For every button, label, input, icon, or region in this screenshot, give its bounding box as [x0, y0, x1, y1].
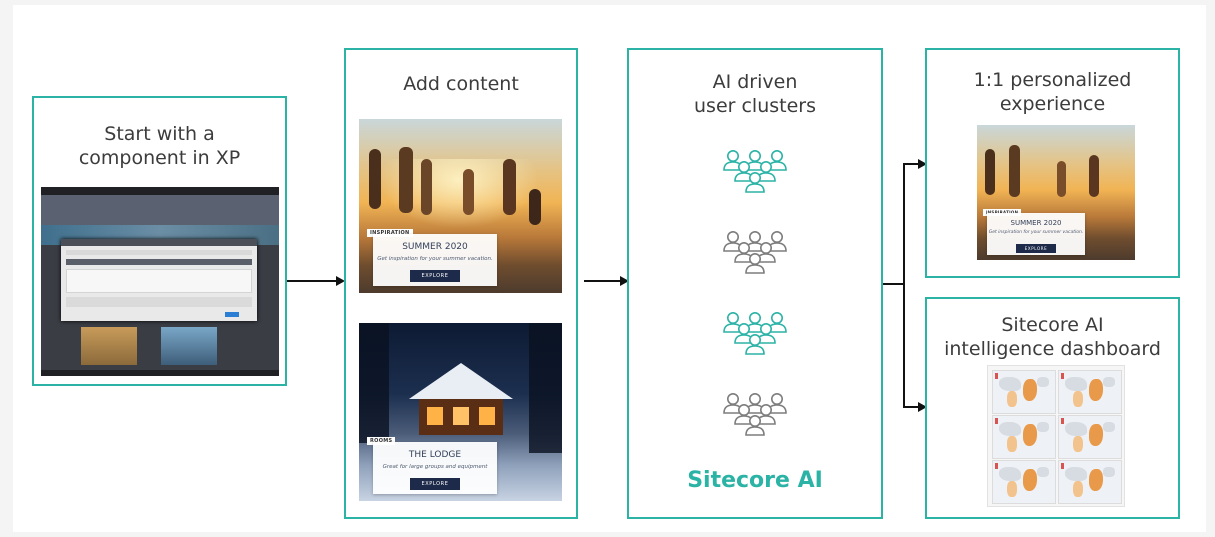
step-title: Start with a component in XP — [78, 123, 241, 169]
dashboard-map-panel — [992, 370, 1056, 414]
dashboard-map-panel — [1058, 460, 1122, 504]
arrow-1-head — [336, 276, 345, 286]
explore-button[interactable]: EXPLORE — [1015, 244, 1057, 253]
dashboard-thumbnail — [987, 365, 1125, 507]
arrow-2-head — [620, 276, 629, 286]
dashboard-map-panel — [1058, 370, 1122, 414]
promo-lodge-image: ROOMS THE LODGE Great for large groups a… — [359, 323, 562, 501]
cluster-4-icon — [723, 393, 787, 436]
card-subtitle: Get inspiration for your summer vacation… — [988, 230, 1084, 235]
step-title: 1:1 personalized experience — [973, 69, 1132, 115]
arrow-3-lower-head — [918, 402, 927, 412]
dashboard-map-panel — [1058, 415, 1122, 459]
content-card: SUMMER 2020 Get inspiration for your sum… — [987, 213, 1085, 255]
step-intelligence-dashboard: Sitecore AI intelligence dashboard — [925, 297, 1180, 519]
card-heading: SUMMER 2020 — [1010, 219, 1062, 227]
cluster-1-icon — [723, 150, 787, 193]
arrow-3-upper — [903, 163, 919, 165]
cluster-3-icon — [723, 312, 787, 355]
content-tag: INSPIRATION — [367, 229, 413, 237]
step-personalized-experience: 1:1 personalized experience INSPIRATION … — [925, 48, 1180, 278]
step-start-component: Start with a component in XP — [32, 96, 287, 386]
sitecore-ai-label: Sitecore AI — [687, 468, 823, 493]
content-tag: INSPIRATION — [983, 209, 1022, 216]
arrow-3-upper-head — [918, 159, 927, 169]
arrow-3-stem — [883, 283, 904, 285]
step-title: Sitecore AI intelligence dashboard — [944, 314, 1161, 360]
card-heading: SUMMER 2020 — [402, 242, 468, 252]
step-title: AI driven user clusters — [694, 71, 816, 117]
content-card: SUMMER 2020 Get inspiration for your sum… — [373, 234, 497, 286]
content-tag: ROOMS — [367, 437, 396, 445]
arrow-1 — [287, 280, 337, 282]
explore-button[interactable]: EXPLORE — [409, 478, 461, 490]
card-subtitle: Great for large groups and equipment — [382, 464, 488, 470]
arrow-3-vertical — [903, 163, 905, 408]
xp-screenshot — [41, 187, 279, 376]
cluster-2-icon — [723, 231, 787, 274]
step-title: Add content — [403, 73, 519, 95]
dashboard-map-panel — [992, 415, 1056, 459]
promo-summer-image: INSPIRATION SUMMER 2020 Get inspiration … — [359, 119, 562, 293]
arrow-3-lower — [903, 406, 919, 408]
card-heading: THE LODGE — [408, 450, 462, 460]
card-subtitle: Get inspiration for your summer vacation… — [377, 256, 493, 262]
dashboard-map-panel — [992, 460, 1056, 504]
step-add-content: Add content INSPIRATION SUMMER 2020 Get … — [344, 48, 578, 519]
explore-button[interactable]: EXPLORE — [409, 270, 461, 282]
content-card: THE LODGE Great for large groups and equ… — [373, 442, 497, 494]
arrow-2 — [584, 280, 621, 282]
personalized-promo-image: INSPIRATION SUMMER 2020 Get inspiration … — [977, 125, 1135, 260]
step-ai-clusters: AI driven user clusters Sitecore AI — [627, 48, 883, 519]
